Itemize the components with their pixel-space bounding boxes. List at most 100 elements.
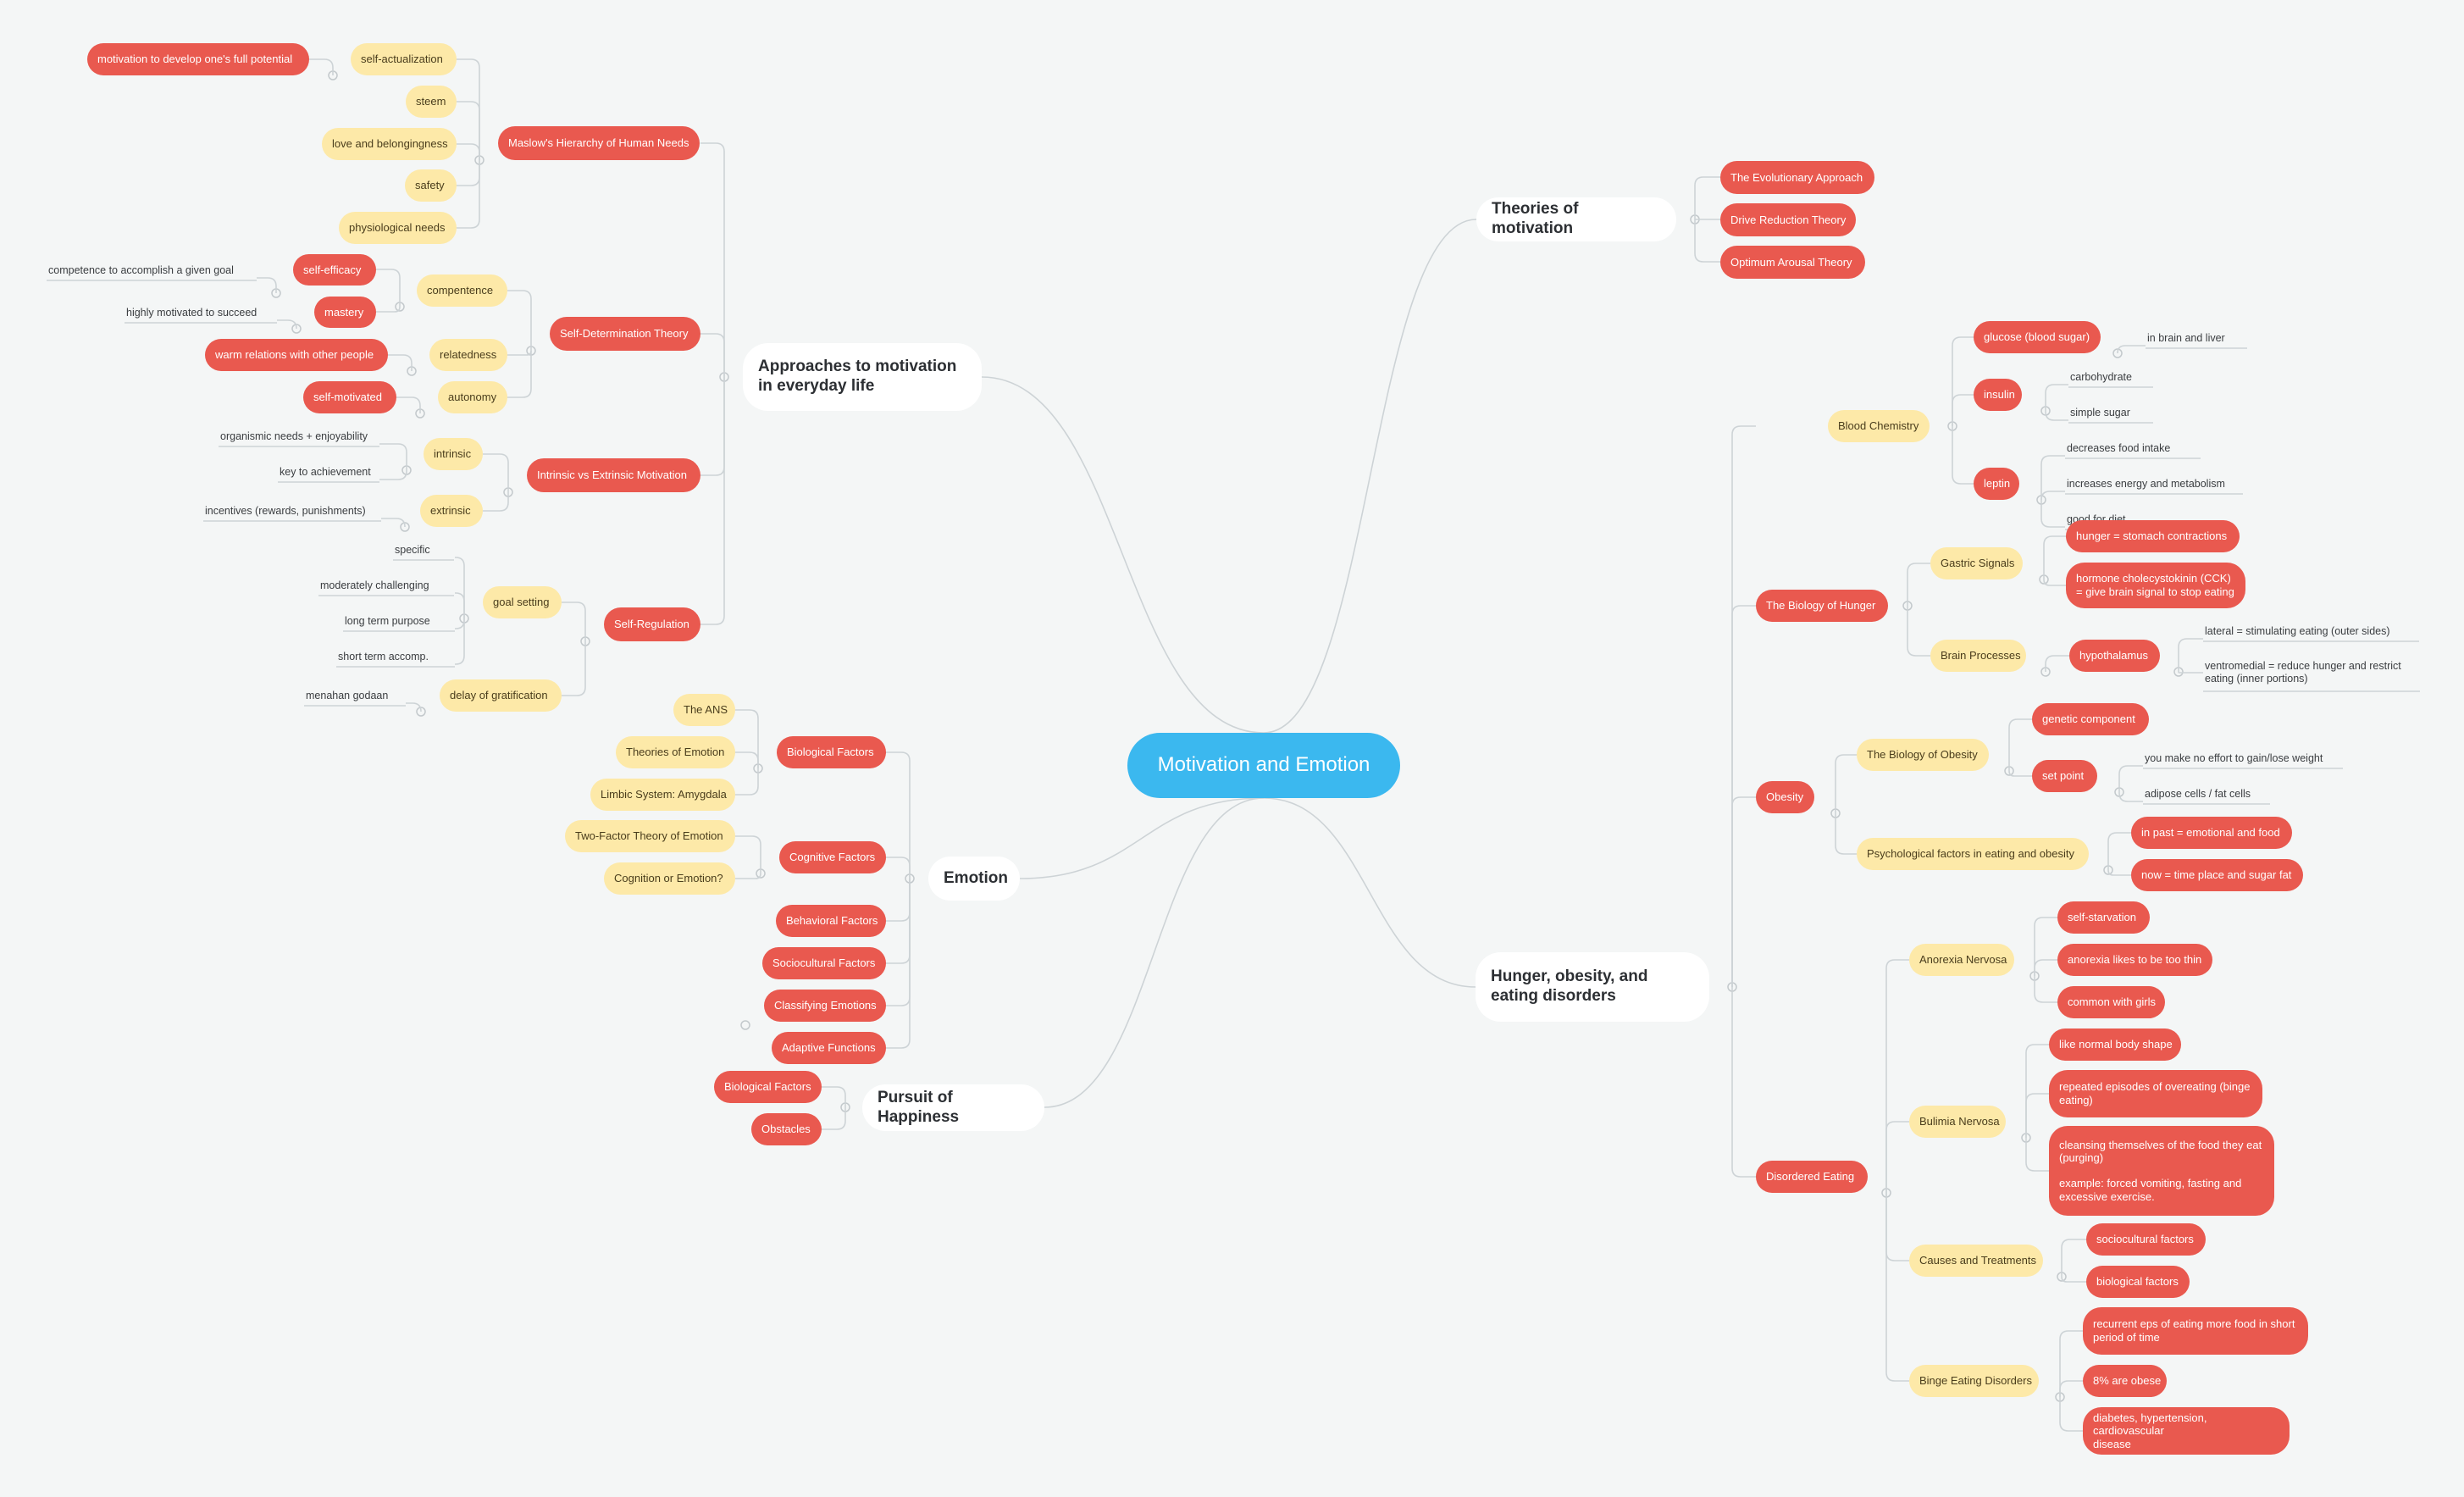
maslow-physiological-needs[interactable]: physiological needs bbox=[339, 212, 457, 244]
connector bbox=[735, 873, 761, 879]
emotion-sociocultural-factors[interactable]: Sociocultural Factors bbox=[762, 947, 886, 979]
set-point[interactable]: set point bbox=[2032, 760, 2097, 792]
disordered-eating[interactable]: Disordered Eating bbox=[1756, 1161, 1868, 1193]
delay-of-gratification[interactable]: delay of gratification bbox=[440, 679, 562, 712]
topic-emotion[interactable]: Emotion bbox=[928, 857, 1020, 901]
emotion-theories-of-emotion[interactable]: Theories of Emotion bbox=[616, 736, 735, 768]
intrinsic-note-1: organismic needs + enjoyability bbox=[220, 430, 368, 442]
connector bbox=[1044, 797, 1265, 1108]
set-point-note-2: adipose cells / fat cells bbox=[2145, 787, 2251, 800]
goal-note-short-term: short term accomp. bbox=[338, 650, 429, 663]
intrinsic[interactable]: intrinsic bbox=[424, 438, 483, 470]
topic-pursuit-of-happiness[interactable]: Pursuit of Happiness bbox=[862, 1084, 1044, 1131]
insulin-note-simple-sugar: simple sugar bbox=[2070, 406, 2130, 419]
sdt-autonomy[interactable]: autonomy bbox=[438, 381, 507, 413]
sdt-competence[interactable]: compentence bbox=[417, 274, 507, 307]
causes-and-treatments[interactable]: Causes and Treatments bbox=[1909, 1245, 2043, 1277]
goal-note-long-term-purpose: long term purpose bbox=[345, 614, 430, 627]
theory-optimum-arousal[interactable]: Optimum Arousal Theory bbox=[1720, 246, 1865, 279]
bulimia-normal-shape[interactable]: like normal body shape bbox=[2049, 1028, 2181, 1061]
central-topic[interactable]: Motivation and Emotion bbox=[1127, 733, 1400, 798]
gastric-hunger-contractions[interactable]: hunger = stomach contractions bbox=[2066, 520, 2240, 552]
psych-in-past[interactable]: in past = emotional and food bbox=[2131, 817, 2292, 849]
self-efficacy-note: competence to accomplish a given goal bbox=[48, 263, 234, 276]
connector bbox=[700, 377, 725, 476]
binge-8-percent-obese[interactable]: 8% are obese bbox=[2083, 1365, 2167, 1397]
connector bbox=[2045, 655, 2069, 672]
relatedness-note[interactable]: warm relations with other people bbox=[205, 339, 388, 371]
causes-sociocultural[interactable]: sociocultural factors bbox=[2086, 1223, 2206, 1256]
blood-chemistry[interactable]: Blood Chemistry bbox=[1828, 410, 1930, 442]
self-determination-theory[interactable]: Self-Determination Theory bbox=[550, 317, 700, 351]
emotion-the-ans[interactable]: The ANS bbox=[673, 694, 735, 726]
connector bbox=[2178, 638, 2203, 672]
connector bbox=[886, 857, 911, 879]
connector bbox=[562, 641, 586, 696]
topic-approaches-to-motivation[interactable]: Approaches to motivation in everyday lif… bbox=[743, 343, 982, 411]
psych-now[interactable]: now = time place and sugar fat bbox=[2131, 859, 2303, 891]
glucose[interactable]: glucose (blood sugar) bbox=[1974, 321, 2101, 353]
maslow-self-actualization[interactable]: self-actualization bbox=[351, 43, 457, 75]
emotion-adaptive-functions[interactable]: Adaptive Functions bbox=[772, 1032, 886, 1064]
biology-of-obesity[interactable]: The Biology of Obesity bbox=[1857, 739, 1989, 771]
topic-hunger-obesity-eating-disorders[interactable]: Hunger, obesity, and eating disorders bbox=[1476, 952, 1709, 1022]
emotion-limbic-system[interactable]: Limbic System: Amygdala bbox=[590, 779, 735, 811]
extrinsic[interactable]: extrinsic bbox=[420, 495, 483, 527]
emotion-biological-factors[interactable]: Biological Factors bbox=[777, 736, 886, 768]
anorexia-too-thin[interactable]: anorexia likes to be too thin bbox=[2057, 944, 2212, 976]
maslow-safety[interactable]: safety bbox=[405, 169, 457, 202]
autonomy-note[interactable]: self-motivated bbox=[303, 381, 396, 413]
connector bbox=[2061, 1239, 2086, 1277]
connector bbox=[700, 377, 725, 625]
theory-evolutionary-approach[interactable]: The Evolutionary Approach bbox=[1720, 161, 1874, 194]
theory-drive-reduction[interactable]: Drive Reduction Theory bbox=[1720, 203, 1856, 236]
self-regulation[interactable]: Self-Regulation bbox=[604, 607, 700, 641]
biology-of-hunger[interactable]: The Biology of Hunger bbox=[1756, 590, 1888, 622]
maslow-esteem[interactable]: steem bbox=[406, 86, 457, 118]
bulimia-purging[interactable]: cleansing themselves of the food they ea… bbox=[2049, 1126, 2274, 1216]
connector bbox=[822, 1086, 846, 1107]
sdt-relatedness[interactable]: relatedness bbox=[429, 339, 507, 371]
binge-eating-disorders[interactable]: Binge Eating Disorders bbox=[1909, 1365, 2039, 1397]
mastery[interactable]: mastery bbox=[314, 297, 376, 328]
emotion-cognition-or-emotion[interactable]: Cognition or Emotion? bbox=[604, 862, 735, 895]
binge-recurrent-eps[interactable]: recurrent eps of eating more food in sho… bbox=[2083, 1307, 2308, 1355]
emotion-classifying-emotions[interactable]: Classifying Emotions bbox=[764, 990, 886, 1022]
gastric-cck[interactable]: hormone cholecystokinin (CCK)= give brai… bbox=[2066, 563, 2245, 608]
happiness-biological-factors[interactable]: Biological Factors bbox=[714, 1071, 822, 1103]
goal-setting[interactable]: goal setting bbox=[483, 586, 562, 618]
obesity[interactable]: Obesity bbox=[1756, 781, 1814, 813]
emotion-two-factor-theory[interactable]: Two-Factor Theory of Emotion bbox=[565, 820, 735, 852]
connector bbox=[2043, 535, 2066, 579]
connector bbox=[457, 101, 480, 160]
genetic-component[interactable]: genetic component bbox=[2032, 703, 2149, 735]
psychological-factors-obesity[interactable]: Psychological factors in eating and obes… bbox=[1857, 838, 2089, 870]
emotion-behavioral-factors[interactable]: Behavioral Factors bbox=[776, 905, 886, 937]
self-actualization-note[interactable]: motivation to develop one's full potenti… bbox=[87, 43, 309, 75]
maslow-hierarchy[interactable]: Maslow's Hierarchy of Human Needs bbox=[498, 126, 700, 160]
causes-biological[interactable]: biological factors bbox=[2086, 1266, 2190, 1298]
connector bbox=[1263, 219, 1477, 734]
insulin[interactable]: insulin bbox=[1974, 379, 2022, 411]
intrinsic-vs-extrinsic[interactable]: Intrinsic vs Extrinsic Motivation bbox=[527, 458, 700, 492]
maslow-love-belongingness[interactable]: love and belongingness bbox=[322, 128, 457, 160]
topic-theories-of-motivation[interactable]: Theories of motivation bbox=[1476, 197, 1676, 241]
happiness-obstacles[interactable]: Obstacles bbox=[751, 1113, 822, 1145]
hypothalamus[interactable]: hypothalamus bbox=[2069, 640, 2160, 672]
anorexia-common-girls[interactable]: common with girls bbox=[2057, 986, 2165, 1018]
hypothalamus-lateral: lateral = stimulating eating (outer side… bbox=[2205, 624, 2390, 637]
emotion-cognitive-factors[interactable]: Cognitive Factors bbox=[779, 841, 886, 873]
anorexia-nervosa[interactable]: Anorexia Nervosa bbox=[1909, 944, 2014, 976]
gastric-signals[interactable]: Gastric Signals bbox=[1930, 547, 2023, 579]
anorexia-self-starvation[interactable]: self-starvation bbox=[2057, 901, 2150, 934]
connector bbox=[457, 143, 480, 160]
bulimia-nervosa[interactable]: Bulimia Nervosa bbox=[1909, 1106, 2006, 1138]
connector bbox=[700, 333, 725, 377]
connector bbox=[379, 470, 407, 480]
brain-processes[interactable]: Brain Processes bbox=[1930, 640, 2026, 672]
leptin[interactable]: leptin bbox=[1974, 468, 2019, 500]
self-efficacy[interactable]: self-efficacy bbox=[293, 254, 376, 286]
